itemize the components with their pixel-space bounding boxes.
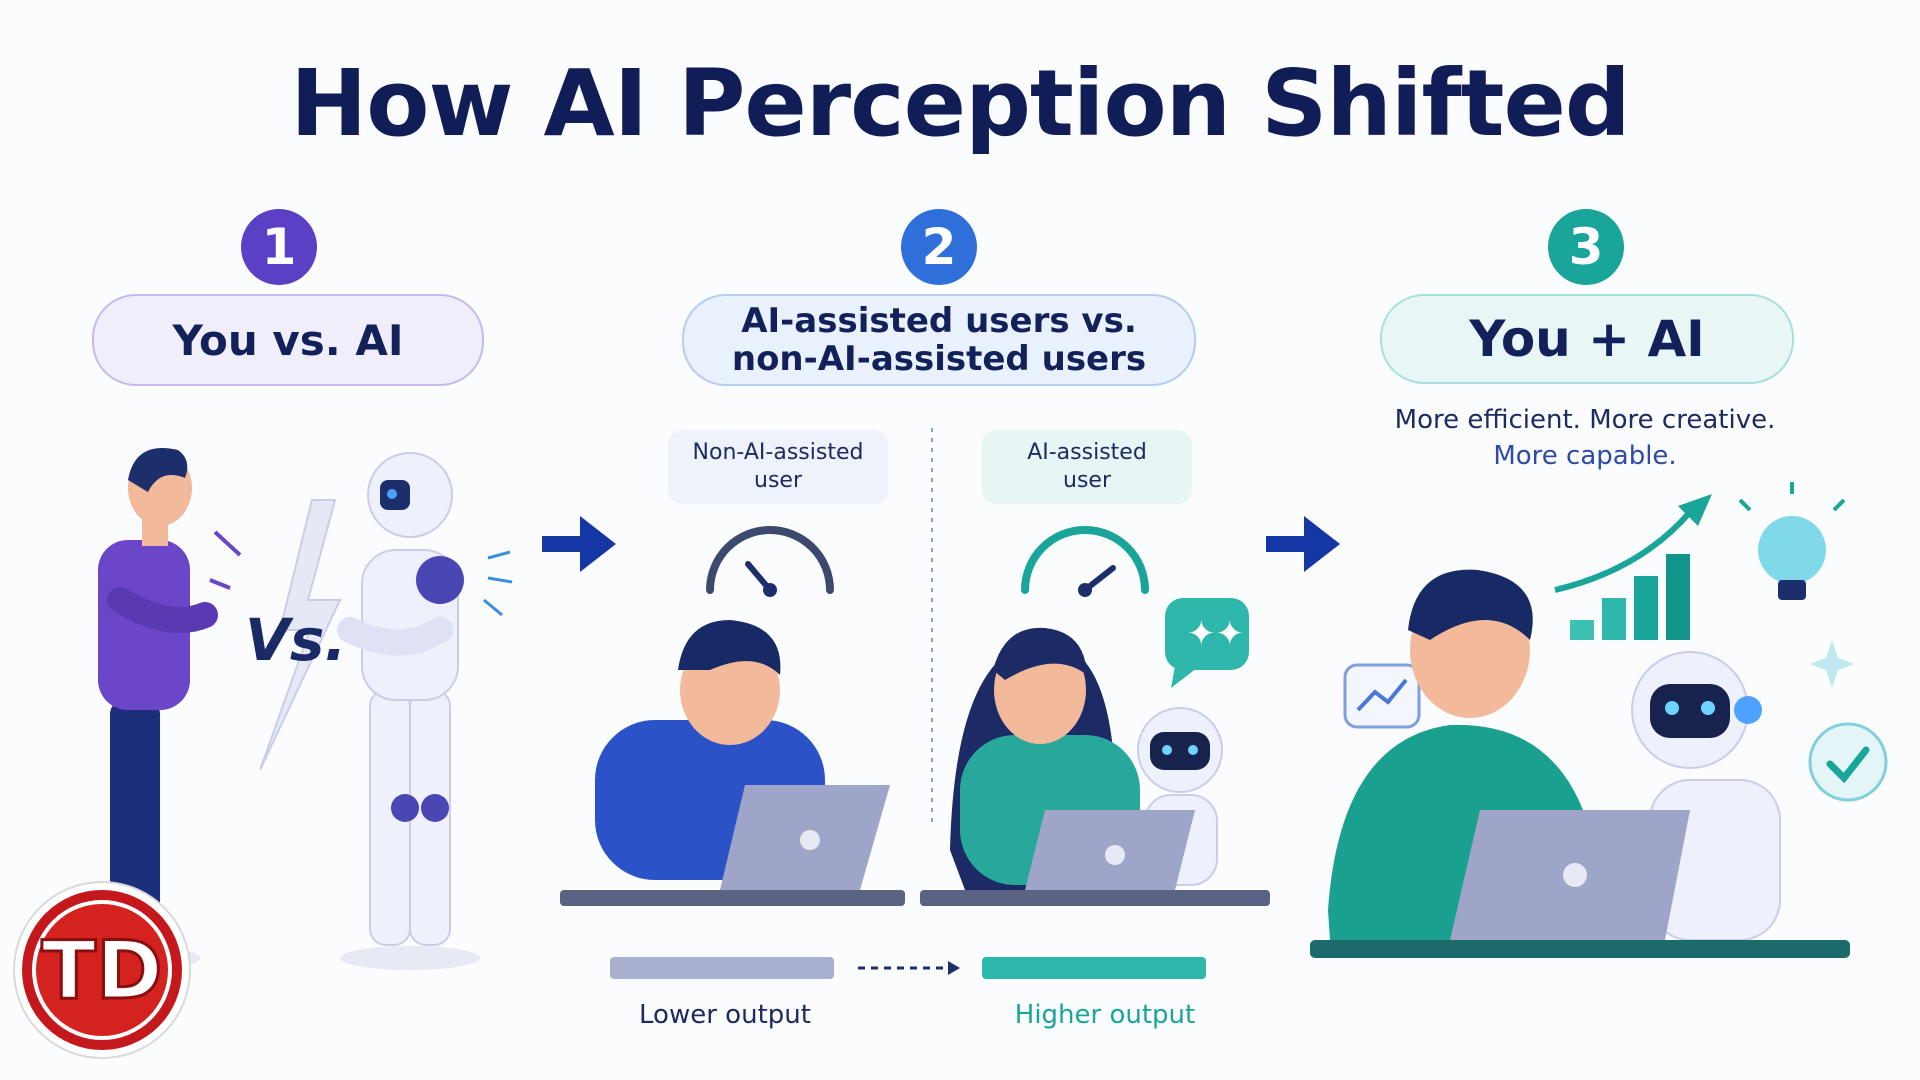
step-2-badge: 2 — [901, 209, 977, 285]
higher-output-label: Higher output — [1014, 1000, 1196, 1030]
higher-output-bar — [982, 957, 1206, 979]
vs-text: Vs. — [245, 606, 346, 674]
step-1-label: You vs. AI — [172, 315, 404, 365]
person-figure — [80, 448, 218, 970]
step-2-label-line1: AI-assisted users vs. — [741, 301, 1137, 341]
sparkle-icon — [1810, 640, 1854, 688]
step-2-divider — [931, 428, 933, 828]
speed-gauge-low-icon — [706, 526, 834, 597]
page-title: How AI Perception Shifted — [290, 50, 1630, 157]
logo-text: TD — [42, 924, 163, 1017]
non-ai-user-illustration — [560, 526, 905, 906]
td-logo: TD — [13, 881, 191, 1059]
ai-tag-line2: user — [1063, 468, 1111, 493]
ai-user-tag: AI-assisted user — [982, 430, 1192, 504]
step-2-label-line2: non-AI-assisted users — [731, 339, 1147, 379]
step-3-illustration — [1310, 482, 1888, 958]
svg-text:✦✦: ✦✦ — [1187, 614, 1244, 654]
step-1-illustration: Vs. — [80, 448, 513, 970]
non-ai-user-tag: Non-AI-assisted user — [668, 430, 888, 504]
growth-chart-icon — [1554, 494, 1712, 640]
lower-output-label: Lower output — [639, 1000, 811, 1030]
lightning-icon — [259, 499, 342, 771]
step-3-badge: 3 — [1548, 209, 1624, 285]
lightbulb-icon — [1738, 482, 1846, 600]
lower-output-bar — [610, 957, 834, 979]
step-1-badge: 1 — [241, 209, 317, 285]
step-3-pill: You + AI — [1380, 294, 1794, 384]
step-1-pill: You vs. AI — [92, 294, 484, 386]
step-3-label: You + AI — [1469, 310, 1705, 368]
arrow-right-icon-2 — [1266, 516, 1340, 572]
step-2-pill: AI-assisted users vs. non-AI-assisted us… — [682, 294, 1196, 386]
sparkle-chat-icon: ✦✦ — [1165, 598, 1249, 688]
ai-user-illustration: ✦✦ — [920, 526, 1270, 906]
trend-card-icon — [1343, 663, 1421, 729]
output-comparison — [610, 957, 1206, 979]
non-ai-tag-line1: Non-AI-assisted — [692, 440, 864, 465]
tagline-line2: More capable. — [1493, 441, 1677, 471]
checkmark-icon — [1808, 722, 1888, 802]
tagline-line1: More efficient. More creative. — [1394, 405, 1776, 435]
speed-gauge-high-icon — [1021, 526, 1149, 597]
arrow-right-icon — [542, 516, 616, 572]
robot-figure — [337, 452, 513, 970]
ai-tag-line1: AI-assisted — [1027, 440, 1147, 465]
step-3-tagline: More efficient. More creative. More capa… — [1360, 402, 1810, 474]
non-ai-tag-line2: user — [754, 468, 802, 493]
